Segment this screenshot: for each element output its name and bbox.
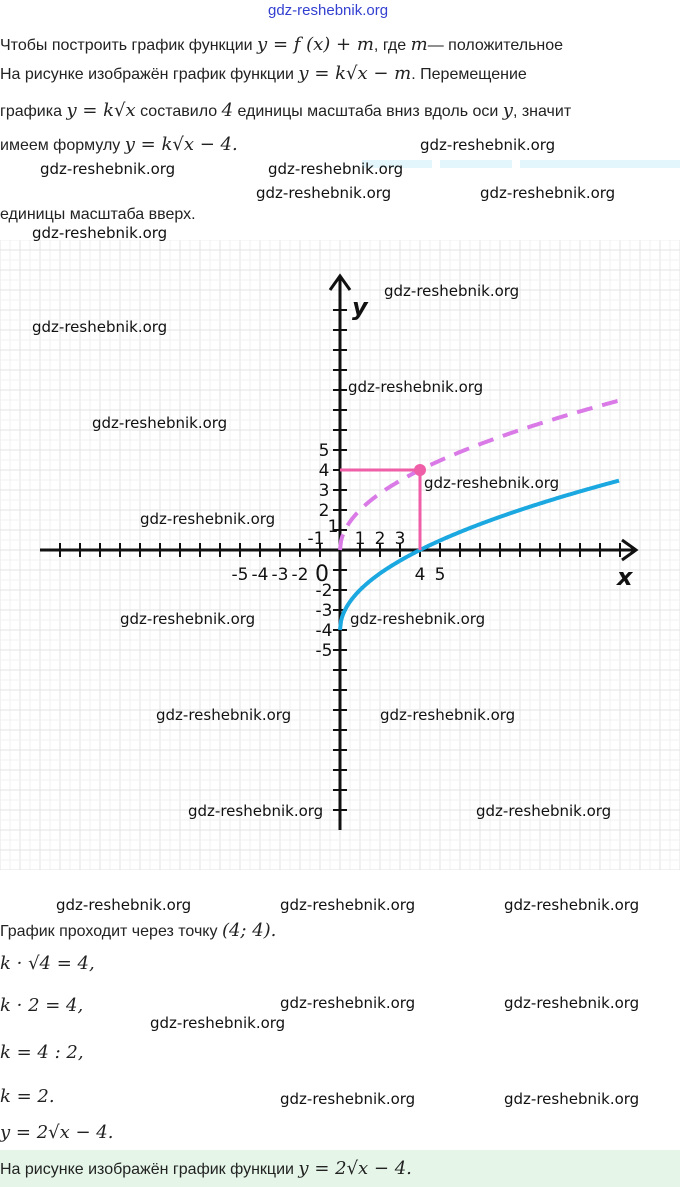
text-line-6: единицы масштаба вверх.: [0, 206, 196, 223]
watermark-text: gdz-reshebnik.org: [268, 160, 404, 178]
watermark-text: gdz-reshebnik.org: [280, 1090, 416, 1108]
curve-y-2sqrtx-minus-4: [338, 478, 620, 631]
watermark-text: gdz-reshebnik.org: [92, 414, 228, 432]
equation-3: k = 4 : 2,: [0, 1042, 84, 1063]
text-line-3: графика y = k√x составило 4 единицы масш…: [0, 100, 572, 121]
watermark-text: gdz-reshebnik.org: [420, 136, 556, 154]
decor-bar: [440, 160, 512, 168]
answer-box: [0, 1150, 680, 1187]
equation-5: y = 2√x − 4.: [0, 1122, 114, 1143]
watermark-text: gdz-reshebnik.org: [280, 994, 416, 1012]
equation-1: k · √4 = 4,: [0, 953, 95, 974]
watermark-text: gdz-reshebnik.org: [120, 610, 256, 628]
text-line-1: Чтобы построить график функции y = f (x)…: [0, 34, 564, 55]
watermark-text: gdz-reshebnik.org: [348, 378, 484, 396]
watermark-text: gdz-reshebnik.org: [504, 994, 640, 1012]
watermark-text: gdz-reshebnik.org: [140, 510, 276, 528]
watermark-text: gdz-reshebnik.org: [424, 474, 560, 492]
equation-4: k = 2.: [0, 1086, 55, 1107]
decor-bar: [362, 160, 432, 168]
watermark-text: gdz-reshebnik.org: [150, 1014, 286, 1032]
watermark-text: gdz-reshebnik.org: [188, 802, 324, 820]
x-tick-label: 1: [355, 529, 366, 549]
y-tick-label: 1: [328, 517, 339, 537]
x-axis-label: x: [616, 563, 634, 591]
site-watermark[interactable]: gdz-reshebnik.org: [268, 2, 389, 19]
watermark-text: gdz-reshebnik.org: [280, 896, 416, 914]
y-tick-label: 5: [319, 441, 330, 461]
y-tick-label: 4: [319, 461, 330, 481]
decor-bar: [520, 160, 680, 168]
x-tick-label: 2: [375, 529, 386, 549]
y-axis-arrow: [328, 273, 352, 291]
watermark-text: gdz-reshebnik.org: [476, 802, 612, 820]
watermark-text: gdz-reshebnik.org: [256, 184, 392, 202]
watermark-text: gdz-reshebnik.org: [384, 282, 520, 300]
y-tick-label: 2: [319, 501, 330, 521]
y-tick-label: -1: [308, 529, 325, 549]
watermark-text: gdz-reshebnik.org: [56, 896, 192, 914]
point-text: График проходит через точку (4; 4).: [0, 920, 277, 941]
text-line-2: На рисунке изображён график функции y = …: [0, 63, 527, 84]
x-tick-label: -5: [232, 565, 249, 585]
x-tick-label: -3: [272, 565, 289, 585]
y-tick-label: -2: [316, 581, 333, 601]
watermark-text: gdz-reshebnik.org: [32, 224, 168, 242]
answer-text: На рисунке изображён график функции y = …: [0, 1158, 412, 1179]
x-tick-label: 0: [315, 562, 329, 587]
x-tick-label: 3: [395, 529, 406, 549]
x-tick-label: 4: [415, 565, 426, 585]
watermark-text: gdz-reshebnik.org: [40, 160, 176, 178]
watermark-text: gdz-reshebnik.org: [32, 318, 168, 336]
watermark-text: gdz-reshebnik.org: [156, 706, 292, 724]
y-axis-label: y: [352, 293, 369, 321]
x-tick-label: -4: [252, 565, 269, 585]
watermark-text: gdz-reshebnik.org: [380, 706, 516, 724]
y-tick-label: 3: [319, 481, 330, 501]
watermark-text: gdz-reshebnik.org: [480, 184, 616, 202]
x-axis-arrow: [621, 538, 639, 562]
highlight-point: [414, 464, 426, 476]
x-tick-label: -2: [292, 565, 309, 585]
text-line-4: имеем формулу y = k√x − 4.: [0, 134, 238, 155]
watermark-text: gdz-reshebnik.org: [350, 610, 486, 628]
y-tick-label: -5: [316, 641, 333, 661]
equation-2: k · 2 = 4,: [0, 995, 84, 1016]
x-tick-label: 5: [435, 565, 446, 585]
curve-y-2sqrtx: [338, 398, 620, 551]
y-tick-label: -4: [316, 621, 333, 641]
watermark-text: gdz-reshebnik.org: [504, 1090, 640, 1108]
watermark-text: gdz-reshebnik.org: [504, 896, 640, 914]
y-tick-label: -3: [316, 601, 333, 621]
